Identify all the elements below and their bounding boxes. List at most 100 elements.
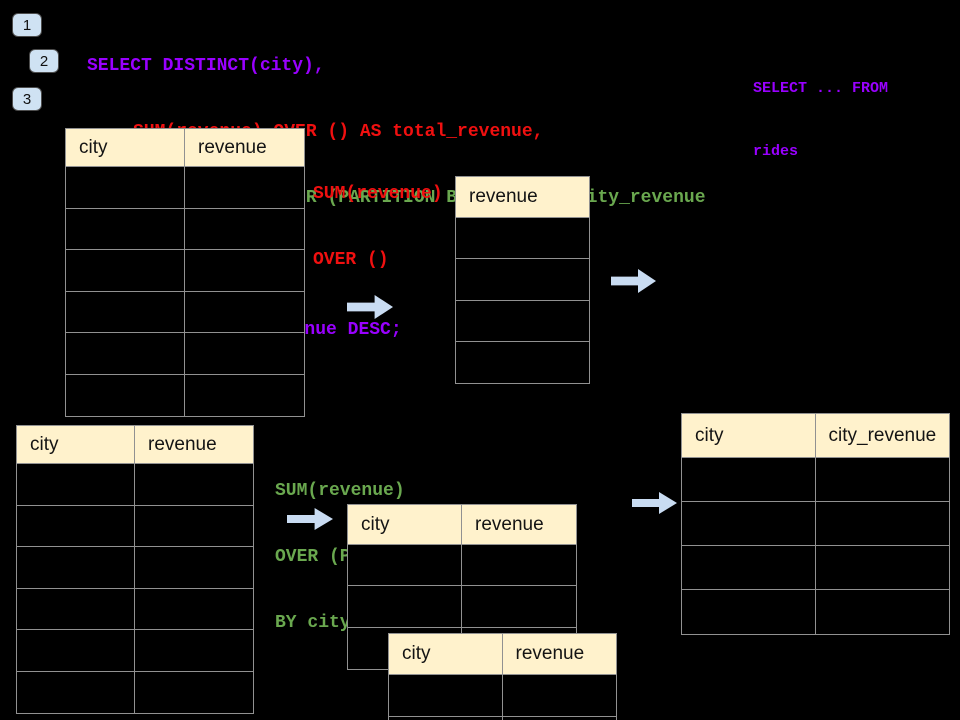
table-cell xyxy=(17,630,135,672)
column-header: city xyxy=(682,414,816,458)
annotation-line: SUM(revenue) xyxy=(275,481,405,501)
table-row xyxy=(66,333,304,375)
table-cell xyxy=(17,671,135,713)
table-cell xyxy=(816,590,950,634)
annotation-total-revenue: SUM(revenue) OVER () xyxy=(313,139,443,315)
annotation-line: OVER () xyxy=(313,250,389,270)
table-cell xyxy=(17,505,135,547)
table-cell xyxy=(348,545,462,587)
table-revenue-only: revenue xyxy=(455,176,590,385)
table-cell xyxy=(185,333,304,375)
table-row xyxy=(682,458,949,502)
column-header: revenue xyxy=(502,634,616,675)
table-row xyxy=(456,300,589,342)
annotation-line: SUM(revenue) xyxy=(313,184,443,204)
table-cell xyxy=(66,374,185,416)
column-header: city xyxy=(17,426,135,464)
column-header: city_revenue xyxy=(815,414,949,458)
table-cell xyxy=(503,717,617,720)
step-badge-2: 2 xyxy=(29,49,59,73)
table-cell xyxy=(389,675,503,717)
table-cell xyxy=(17,547,135,589)
table-cell xyxy=(682,546,816,590)
table-row xyxy=(17,588,253,630)
table-row xyxy=(456,218,589,260)
table-cell xyxy=(66,167,185,209)
table-row xyxy=(456,259,589,301)
table-cell xyxy=(66,333,185,375)
table-row xyxy=(66,291,304,333)
sql-line-select: SELECT DISTINCT(city), xyxy=(87,56,325,76)
table-cell xyxy=(682,502,816,546)
table-cell xyxy=(456,301,589,342)
table-cell xyxy=(456,342,589,383)
table-row xyxy=(17,505,253,547)
side-note: SELECT ... FROM rides xyxy=(753,36,888,204)
table-row xyxy=(17,464,253,506)
table-row xyxy=(682,546,949,590)
column-header: revenue xyxy=(456,177,589,218)
table-row xyxy=(682,502,949,546)
table-cell xyxy=(66,208,185,250)
column-header: city xyxy=(66,129,185,167)
table-cell xyxy=(815,502,949,546)
table-cell xyxy=(185,209,304,250)
table-cell xyxy=(66,250,185,292)
table-cell xyxy=(135,506,253,547)
table-cell xyxy=(135,589,253,630)
table-row xyxy=(17,547,253,589)
table-row xyxy=(682,590,949,634)
table-cell xyxy=(135,630,253,672)
side-note-line1: SELECT ... FROM xyxy=(753,80,889,97)
table-row xyxy=(66,250,304,292)
table-cell xyxy=(815,458,949,502)
column-header: city xyxy=(389,634,503,675)
table-row xyxy=(17,630,253,672)
table-header-row: revenue xyxy=(456,177,589,218)
step-badge-label: 2 xyxy=(39,52,49,70)
table-row xyxy=(348,586,576,628)
table-cell xyxy=(682,458,816,502)
table-row xyxy=(66,374,304,417)
column-header: revenue xyxy=(462,505,576,545)
table-cell xyxy=(135,547,253,589)
side-note-line2: rides xyxy=(753,143,799,160)
table-cell xyxy=(185,375,304,417)
step-badge-label: 1 xyxy=(22,16,32,34)
table-row xyxy=(456,341,589,384)
table-cell xyxy=(135,464,253,506)
table-cell xyxy=(17,588,135,630)
flow-arrow-icon xyxy=(632,492,677,514)
table-row xyxy=(17,671,253,714)
table-cell xyxy=(502,675,616,717)
table-row xyxy=(66,167,304,209)
table-cell xyxy=(185,250,304,292)
table-cell xyxy=(462,586,576,628)
step-badge-3: 3 xyxy=(12,87,42,111)
table-row xyxy=(389,716,617,720)
table-cell xyxy=(682,590,816,634)
table-cell xyxy=(462,545,576,587)
column-header: revenue xyxy=(185,129,304,167)
column-header: city xyxy=(348,505,462,545)
table-cell xyxy=(66,291,185,333)
table-cell xyxy=(135,672,253,714)
step-badge-label: 3 xyxy=(22,90,32,108)
table-cell xyxy=(389,716,503,720)
table-cell xyxy=(185,167,304,209)
table-cell xyxy=(456,218,589,260)
table-row xyxy=(66,208,304,250)
table-cell xyxy=(815,546,949,590)
table-cell xyxy=(348,586,462,628)
table-row xyxy=(348,545,576,587)
